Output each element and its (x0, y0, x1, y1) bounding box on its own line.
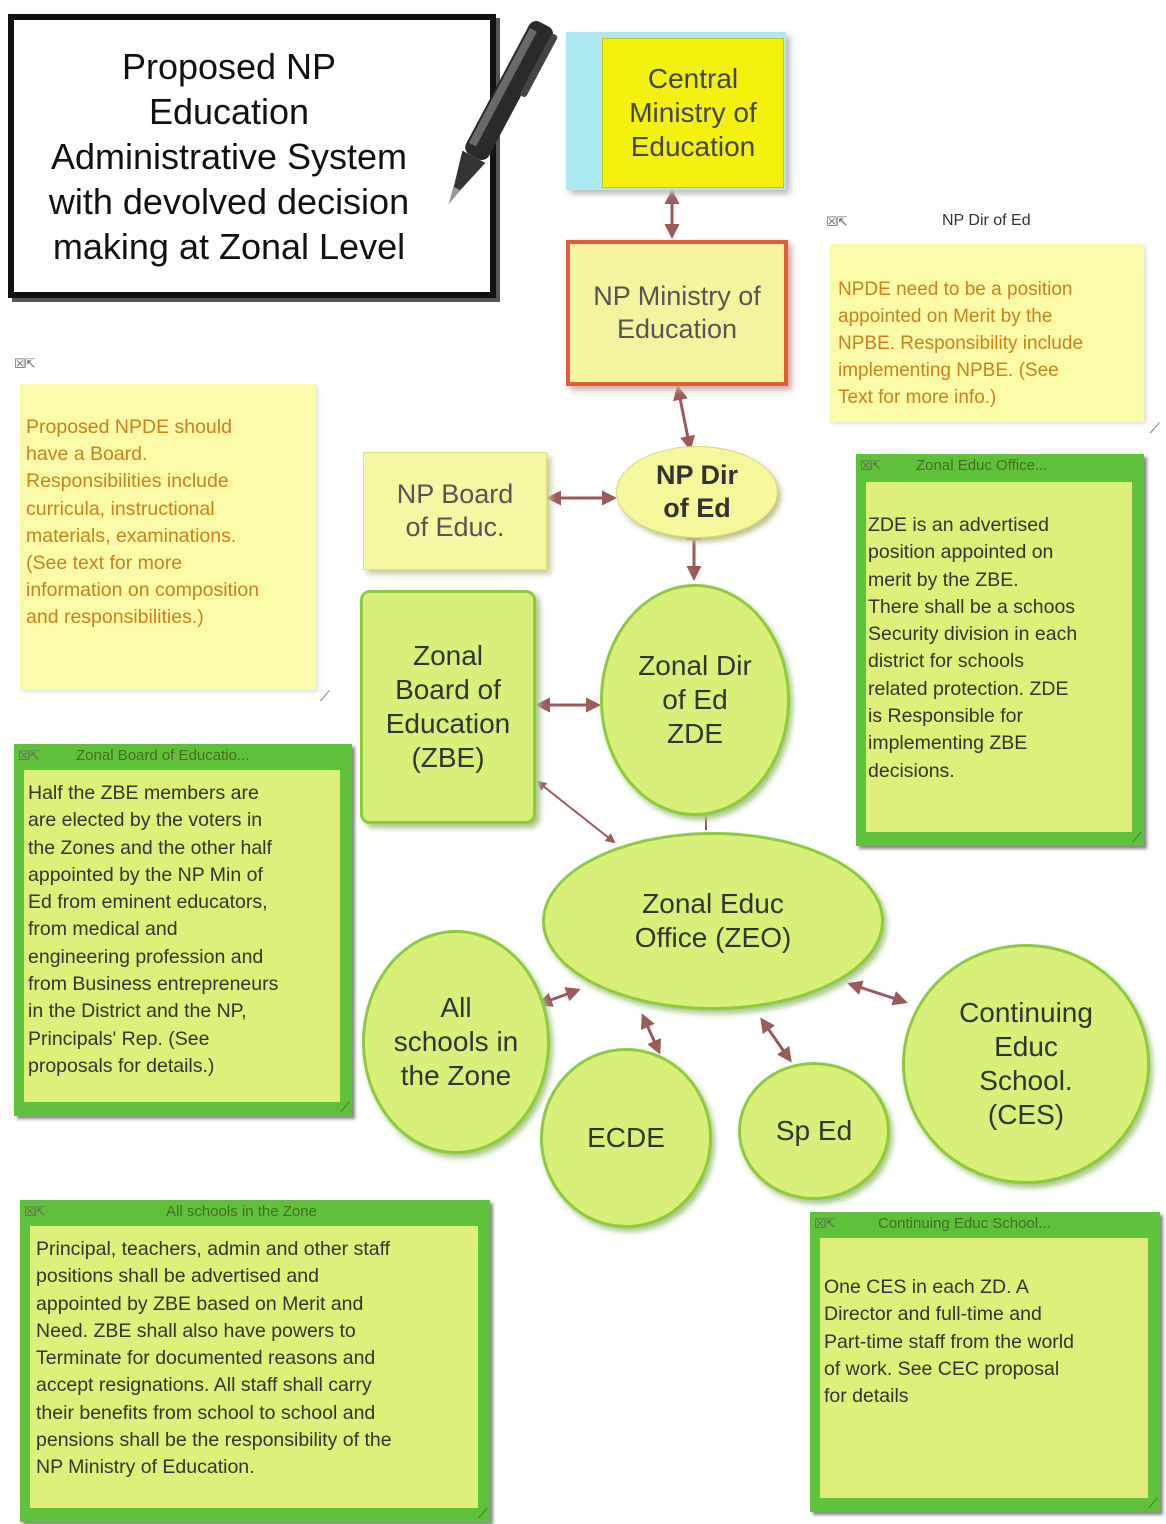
npde-board-note-controls[interactable]: ☒⇱ (14, 356, 36, 371)
ces-note-controls[interactable]: ☒⇱ (814, 1216, 836, 1231)
all-schools-note-controls[interactable]: ☒⇱ (24, 1204, 46, 1219)
np-board-node: NP Board of Educ. (363, 452, 547, 570)
all-schools-note-title: All schools in the Zone (166, 1203, 317, 1220)
ces-node: Continuing Educ School. (CES) (902, 944, 1150, 1184)
zonal-board-note-controls[interactable]: ☒⇱ (18, 748, 40, 763)
zeo-node: Zonal Educ Office (ZEO) (542, 832, 884, 1010)
zonal-board-note[interactable]: ☒⇱ Zonal Board of Educatio... Half the Z… (14, 744, 352, 1116)
title-box: Proposed NP Education Administrative Sys… (8, 14, 496, 298)
zonal-board-note-text: Half the ZBE members are are elected by … (28, 782, 279, 1077)
np-dir-note[interactable]: NPDE need to be a position appointed on … (830, 244, 1144, 422)
zonal-office-note-title: Zonal Educ Office... (916, 457, 1048, 474)
zonal-board-note-resize-icon[interactable]: ⟋ (340, 1099, 350, 1115)
arrow-zeo-sp-ed (760, 1017, 792, 1063)
pen-icon (448, 21, 558, 205)
all-schools-node: All schools in the Zone (362, 930, 550, 1154)
np-dir-note-resize-icon[interactable]: ⟋ (1150, 420, 1160, 436)
ecde-node: ECDE (540, 1048, 712, 1228)
ces-note-title: Continuing Educ School... (878, 1215, 1051, 1232)
ces-note[interactable]: ☒⇱ Continuing Educ School... One CES in … (810, 1212, 1160, 1512)
zonal-office-note-controls[interactable]: ☒⇱ (860, 458, 882, 473)
ces-note-text: One CES in each ZD. A Director and full-… (824, 1276, 1074, 1408)
arrow-zeo-ces (847, 980, 908, 1006)
ces-note-resize-icon[interactable]: ⟋ (1148, 1495, 1158, 1511)
np-dir-node: NP Dir of Ed (616, 446, 778, 538)
zonal-office-note-resize-icon[interactable]: ⟋ (1132, 829, 1142, 845)
page-title: Proposed NP Education Administrative Sys… (48, 45, 410, 267)
central-ministry-label: Central Ministry of Education (602, 38, 784, 188)
all-schools-note[interactable]: ☒⇱ All schools in the Zone Principal, te… (20, 1200, 490, 1522)
arrow-np-ministry-np-dir (672, 385, 696, 451)
zonal-board-node: Zonal Board of Education (ZBE) (360, 590, 536, 824)
arrow-zeo-all-schools (537, 987, 581, 1007)
arrow-zeo-ecde (641, 1013, 661, 1055)
np-ministry-node: NP Ministry of Education (566, 240, 788, 386)
npde-board-note[interactable]: Proposed NPDE should have a Board. Respo… (20, 384, 316, 690)
np-dir-note-title: NP Dir of Ed (942, 212, 1031, 229)
zonal-board-note-title: Zonal Board of Educatio... (76, 747, 250, 764)
np-dir-note-controls[interactable]: ☒⇱ (826, 214, 848, 229)
zonal-office-note[interactable]: ☒⇱ Zonal Educ Office... ZDE is an advert… (856, 454, 1144, 846)
sp-ed-node: Sp Ed (738, 1062, 890, 1200)
npde-board-note-text: Proposed NPDE should have a Board. Respo… (26, 416, 260, 629)
npde-board-note-resize-icon[interactable]: ⟋ (320, 688, 330, 704)
all-schools-note-text: Principal, teachers, admin and other sta… (36, 1238, 392, 1479)
all-schools-note-resize-icon[interactable]: ⟋ (478, 1505, 488, 1521)
zonal-dir-node: Zonal Dir of Ed ZDE (600, 584, 790, 816)
central-ministry-node: Central Ministry of Education (566, 32, 786, 190)
np-dir-note-text: NPDE need to be a position appointed on … (838, 279, 1084, 408)
arrow-zonal-board-zeo (536, 780, 616, 844)
zonal-office-note-text: ZDE is an advertised position appointed … (868, 514, 1078, 782)
